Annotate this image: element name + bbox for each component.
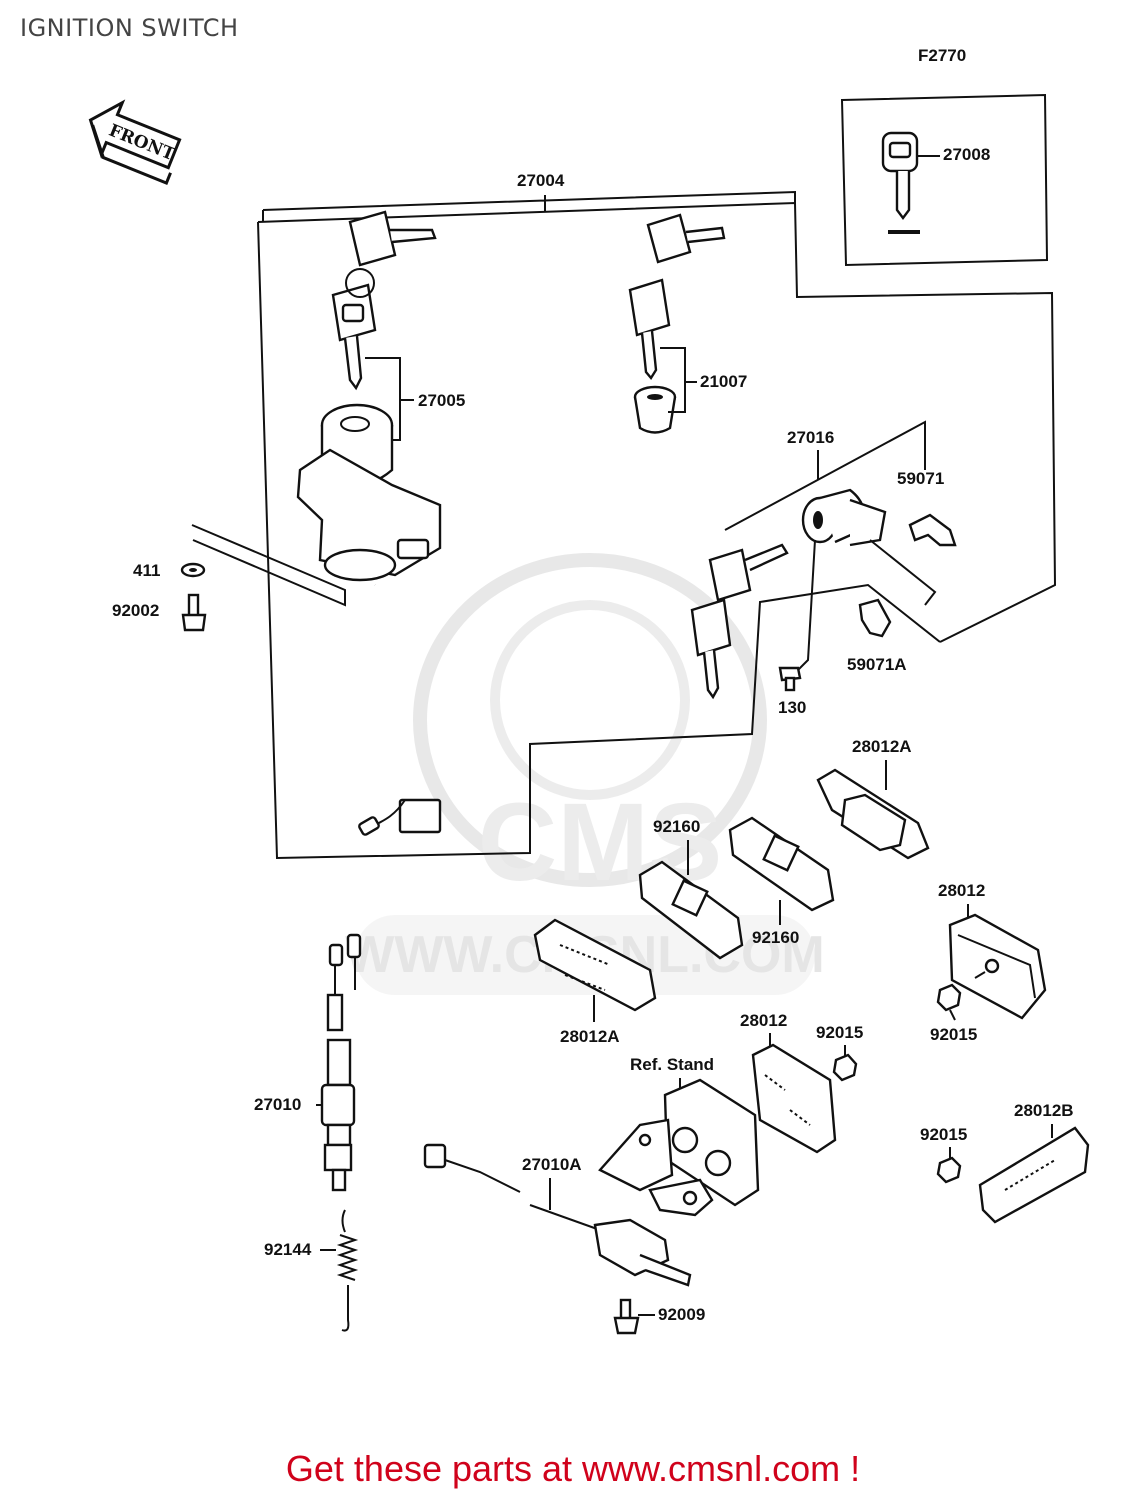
- callout-27016: 27016: [787, 428, 834, 447]
- page-title: IGNITION SWITCH: [20, 14, 239, 42]
- callout-28012b: 28012B: [1014, 1101, 1074, 1120]
- nut-92015-mid: [832, 1053, 858, 1082]
- footer-link[interactable]: Get these parts at www.cmsnl.com !: [285, 1448, 861, 1489]
- key-blank-box: [840, 93, 1049, 267]
- parts-diagram: CMS WWW.CMSNL.COM F2770 FRONT 27008 2700…: [88, 46, 1090, 1335]
- callout-92015-mid: 92015: [816, 1023, 863, 1042]
- screw-130: [778, 666, 802, 692]
- nut-92015-right: [936, 983, 962, 1012]
- seat-lock-keys: [628, 213, 726, 434]
- callout-92015-low: 92015: [920, 1125, 967, 1144]
- callout-27010a: 27010A: [522, 1155, 582, 1174]
- ref-stand-label: Ref. Stand: [630, 1055, 714, 1074]
- callout-92160-a: 92160: [653, 817, 700, 836]
- screw-92009: [613, 1298, 640, 1335]
- ignition-keys: [331, 210, 437, 391]
- callout-92144: 92144: [264, 1240, 312, 1259]
- ignition-switch: [296, 403, 442, 836]
- neutral-switch-27010: [320, 933, 362, 1192]
- callout-27005: 27005: [418, 391, 465, 410]
- reflector-28012a-bottom: [533, 918, 657, 1012]
- callout-28012a-bottom: 28012A: [560, 1027, 620, 1046]
- callout-27008: 27008: [943, 145, 990, 164]
- callout-92015-right: 92015: [930, 1025, 977, 1044]
- reflector-28012a-top: [816, 768, 930, 860]
- callout-27004: 27004: [517, 171, 565, 190]
- callout-59071a: 59071A: [847, 655, 907, 674]
- spring-92144: [336, 1209, 359, 1332]
- callout-21007: 21007: [700, 372, 747, 391]
- nut-92015-low: [936, 1156, 962, 1184]
- callout-28012-right: 28012: [938, 881, 985, 900]
- side-stand-bracket: [598, 1078, 760, 1217]
- reflector-28012-right: [948, 913, 1047, 1020]
- clip-59071a: [858, 598, 892, 638]
- reflector-28012b: [978, 1126, 1090, 1224]
- keys-27016: [690, 543, 789, 700]
- callout-28012a-top: 28012A: [852, 737, 912, 756]
- washer-411: [180, 562, 206, 578]
- callout-92009: 92009: [658, 1305, 705, 1324]
- bolt-92002: [181, 593, 207, 632]
- gasket-92160-b: [728, 816, 835, 912]
- callout-130: 130: [778, 698, 806, 717]
- callout-59071: 59071: [897, 469, 944, 488]
- gasket-92160-a: [638, 860, 744, 960]
- side-stand-switch-27010a: [423, 1143, 692, 1287]
- callout-92002: 92002: [112, 601, 159, 620]
- bracket-59071: [908, 513, 957, 547]
- callout-27010: 27010: [254, 1095, 301, 1114]
- reflector-28012-mid: [751, 1043, 837, 1154]
- callout-92160-b: 92160: [752, 928, 799, 947]
- figure-code: F2770: [918, 46, 966, 65]
- callout-28012-mid: 28012: [740, 1011, 787, 1030]
- callout-411: 411: [133, 561, 160, 580]
- front-arrow-icon: FRONT: [88, 99, 182, 186]
- kit-27004-outline: [257, 201, 1057, 860]
- helmet-lock: [801, 488, 937, 606]
